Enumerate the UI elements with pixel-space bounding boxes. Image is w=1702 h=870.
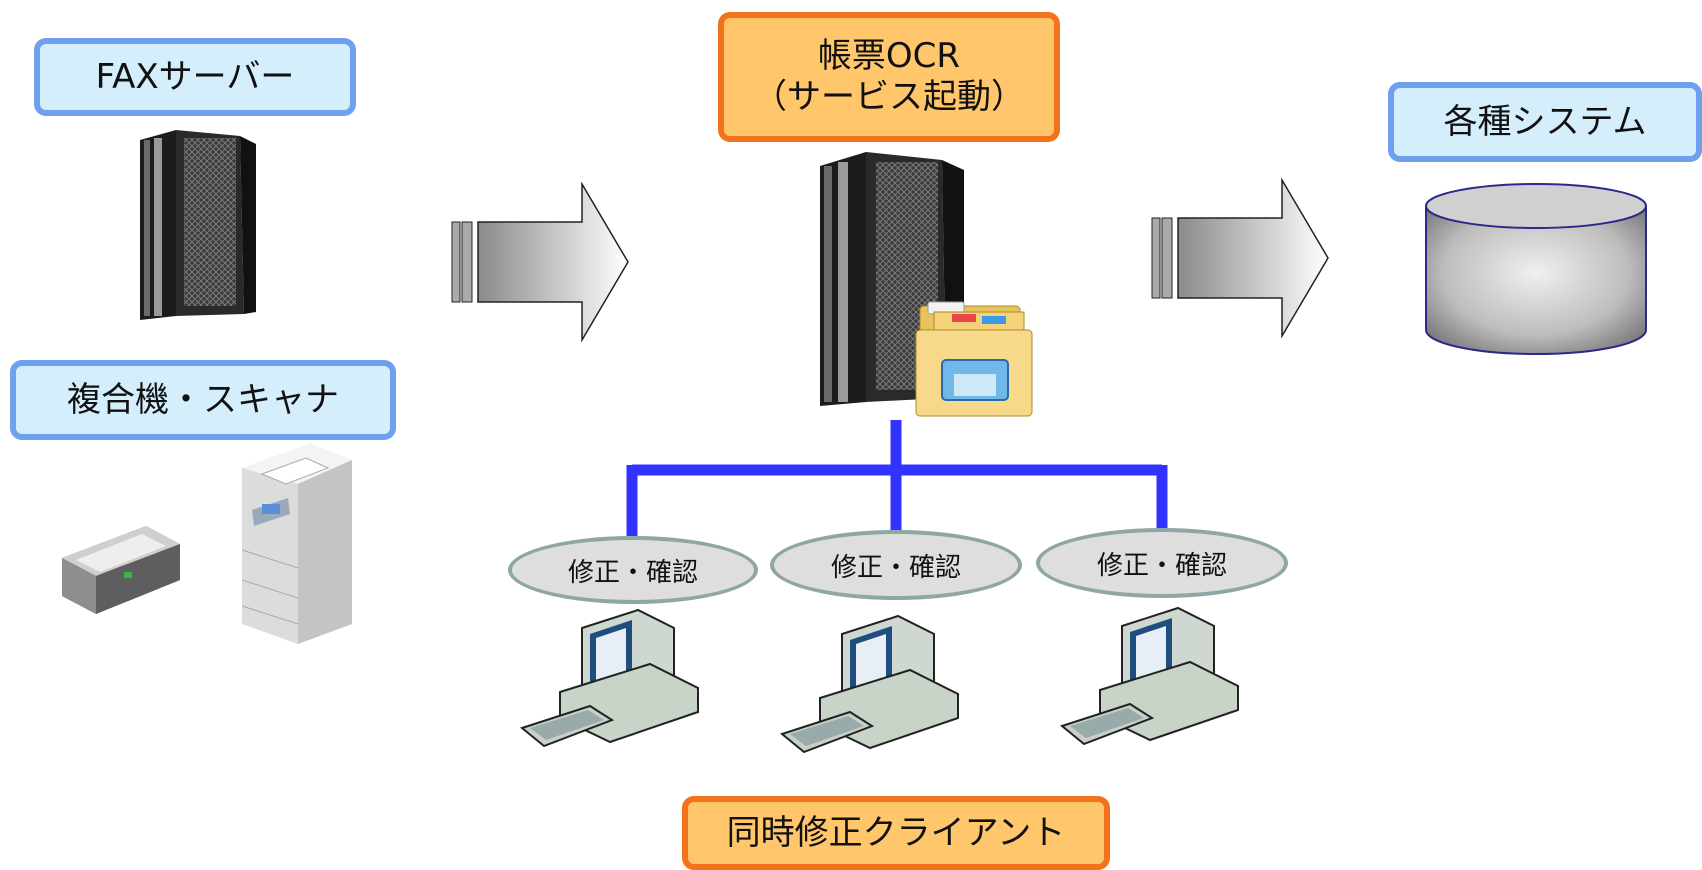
- client-label-text: 修正・確認: [1096, 550, 1227, 581]
- client-label-1: 修正・確認: [508, 536, 758, 604]
- client-label-text: 修正・確認: [830, 552, 961, 583]
- arrow-right-icon: [1151, 178, 1329, 338]
- clients-label: 同時修正クライアント: [682, 796, 1110, 870]
- ocr-subtitle-text: （サービス起動）: [753, 77, 1025, 117]
- systems-text: 各種システム: [1443, 101, 1647, 142]
- fax-server-text: FAXサーバー: [95, 56, 295, 97]
- ocr-title-text: 帳票OCR: [817, 36, 961, 77]
- computer-icon: [1060, 606, 1239, 746]
- computer-icon: [780, 614, 959, 754]
- server-icon: [140, 130, 256, 320]
- folder-icon: [915, 301, 1033, 417]
- database-icon: [1425, 183, 1647, 355]
- computer-icon: [520, 608, 699, 748]
- client-label-text: 修正・確認: [567, 557, 698, 588]
- mfp-scanner-text: 複合機・スキャナ: [67, 379, 339, 420]
- client-label-2: 修正・確認: [770, 530, 1022, 600]
- ocr-label: 帳票OCR （サービス起動）: [718, 12, 1060, 142]
- clients-text: 同時修正クライアント: [726, 812, 1066, 853]
- client-label-3: 修正・確認: [1036, 528, 1288, 598]
- scanner-icon: [62, 526, 180, 614]
- multifunction-printer-icon: [241, 444, 352, 644]
- systems-label: 各種システム: [1388, 82, 1702, 162]
- mfp-scanner-label: 複合機・スキャナ: [10, 360, 396, 440]
- arrow-right-icon: [451, 182, 629, 342]
- fax-server-label: FAXサーバー: [34, 38, 356, 116]
